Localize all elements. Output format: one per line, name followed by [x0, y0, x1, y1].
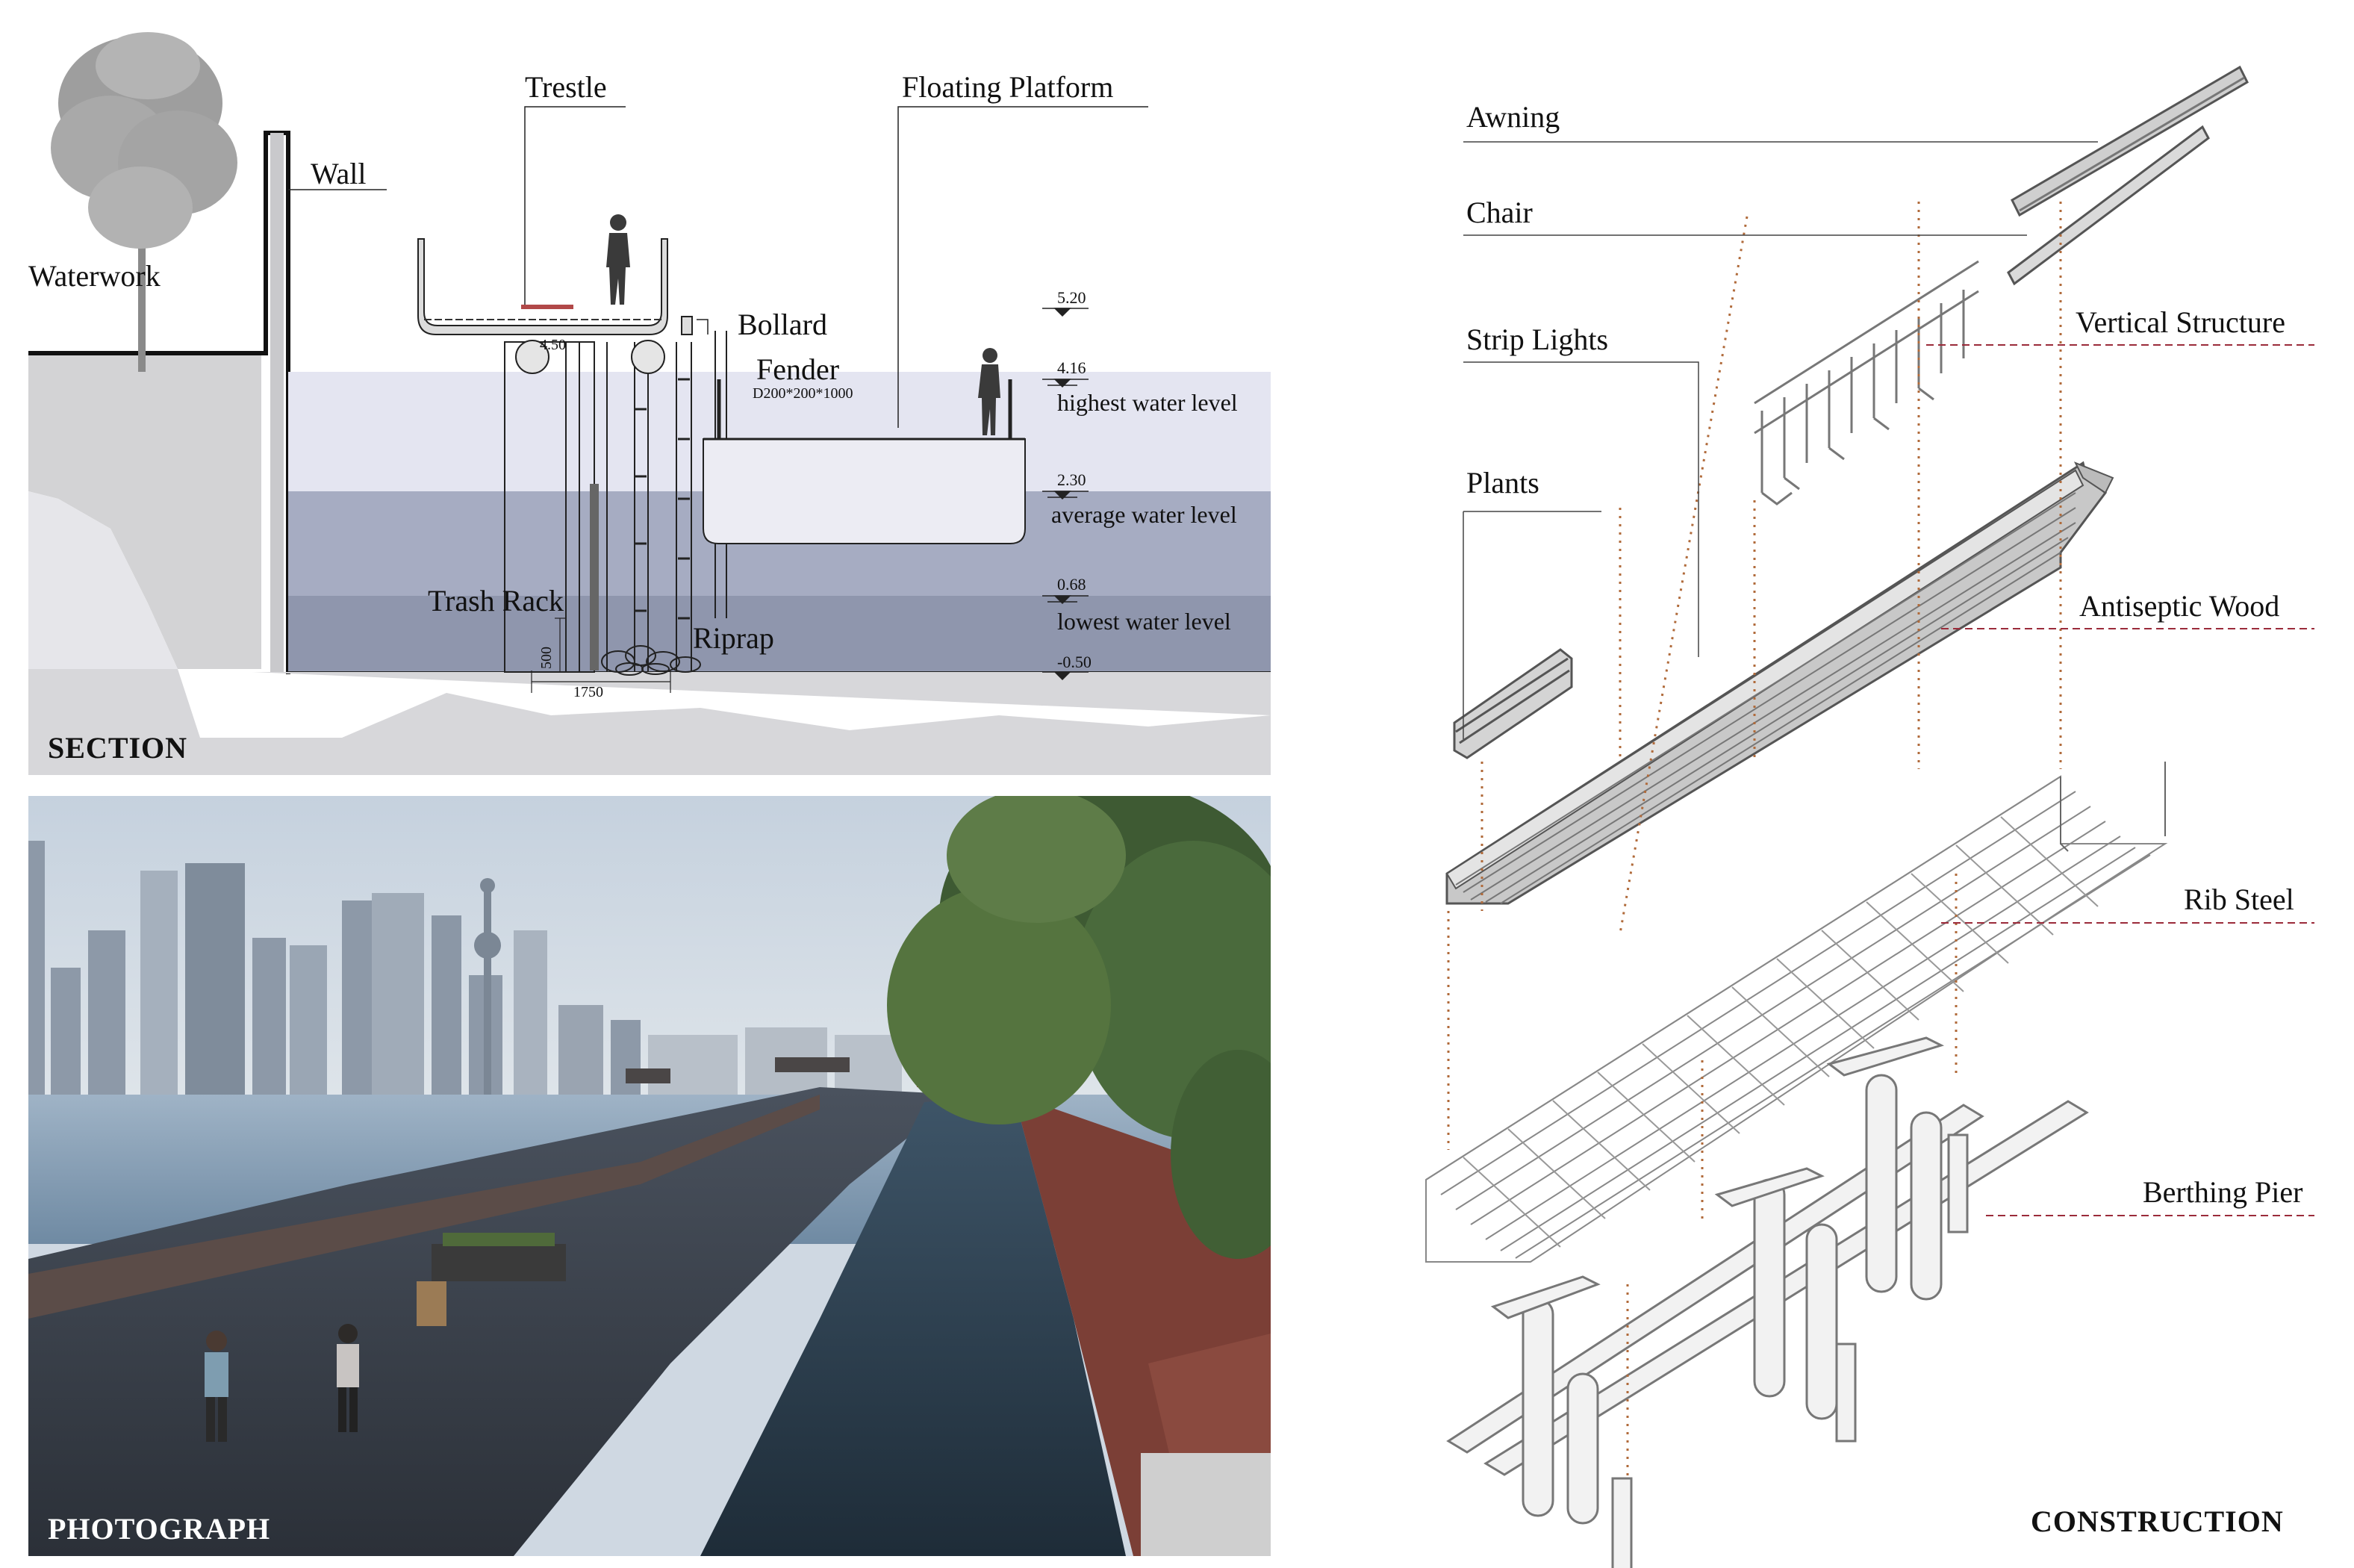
person-icon [606, 214, 630, 305]
left-ground [28, 353, 261, 669]
label-floating-platform: Floating Platform [902, 70, 1113, 104]
promenade-deck [28, 1087, 962, 1556]
label-bollard: Bollard [738, 308, 827, 341]
label-wall: Wall [311, 157, 367, 190]
dotted-connectors [1447, 202, 2062, 1478]
label-fender: Fender [756, 352, 839, 386]
level-name: highest water level [1057, 389, 1238, 416]
label-antiseptic-wood: Antiseptic Wood [2079, 589, 2279, 623]
level-value: 5.20 [1057, 288, 1086, 307]
floating-platform [703, 379, 1026, 544]
label-riprap: Riprap [693, 621, 774, 655]
photograph-caption: PHOTOGRAPH [48, 1512, 271, 1546]
riverbed-ground [28, 669, 1271, 775]
label-awning: Awning [1466, 100, 1560, 134]
trees [887, 796, 1271, 1259]
label-waterwork: Waterwork [28, 259, 161, 293]
label-trash-rack: Trash Rack [428, 584, 564, 617]
label-chair: Chair [1466, 196, 1533, 229]
plants-part [1453, 648, 1573, 759]
label-berthing-pier: Berthing Pier [2143, 1175, 2302, 1209]
label-vertical-structure: Vertical Structure [2076, 305, 2285, 339]
construction-panel: Awning Chair Vertical Structure Strip Li… [1314, 15, 2354, 1568]
canal-water [700, 1095, 1126, 1556]
section-panel: Trestle Floating Platform Wall Waterwork… [28, 21, 1271, 775]
level-value: 2.30 [1057, 470, 1086, 489]
label-plants: Plants [1466, 466, 1539, 500]
label-rib-steel: Rib Steel [2184, 883, 2294, 916]
level-value: 0.68 [1057, 575, 1086, 594]
level-markers [1042, 308, 1089, 681]
skyline [28, 841, 902, 1095]
person-icon [205, 1331, 228, 1442]
photograph-image [28, 796, 1271, 1556]
dimension-lines [531, 617, 671, 693]
label-bollard-elev: 4.50 [540, 337, 566, 353]
vertical-structure-part [1754, 260, 1979, 505]
waterwork-edge [28, 131, 290, 674]
person-icon [978, 348, 1000, 435]
leader-lines [1463, 141, 2098, 739]
label-dim-width: 1750 [573, 684, 603, 700]
wall-body [270, 133, 284, 672]
photograph-panel: PHOTOGRAPH [28, 796, 1271, 1556]
construction-drawing: Awning Chair Vertical Structure Strip Li… [1425, 65, 2314, 1568]
tree-icon [51, 32, 237, 372]
dashed-leaders [1926, 344, 2314, 1216]
level-name: lowest water level [1057, 608, 1231, 635]
person-icon [337, 1324, 359, 1432]
trash-rack-hatch [590, 484, 599, 671]
riprap-stones [601, 645, 701, 676]
water-low-band [288, 596, 1271, 672]
label-trestle: Trestle [525, 70, 607, 104]
label-dim-height: 500 [538, 647, 555, 669]
section-caption: SECTION [48, 731, 188, 765]
rib-steel-part [1425, 762, 2168, 1263]
section-leaders [288, 106, 1148, 428]
label-fender-spec: D200*200*1000 [753, 385, 853, 402]
left-bank-lower [28, 491, 178, 669]
level-value: 4.16 [1057, 358, 1086, 377]
section-drawing: Trestle Floating Platform Wall Waterwork… [28, 32, 1271, 775]
berthing-pier-part [1446, 1036, 2089, 1568]
level-name: average water level [1051, 501, 1237, 528]
label-strip-lights: Strip Lights [1466, 323, 1608, 356]
level-value: -0.50 [1057, 653, 1092, 671]
awning-part [2007, 65, 2249, 286]
antiseptic-wood-part [1445, 461, 2114, 905]
construction-caption: CONSTRUCTION [2031, 1505, 2284, 1538]
